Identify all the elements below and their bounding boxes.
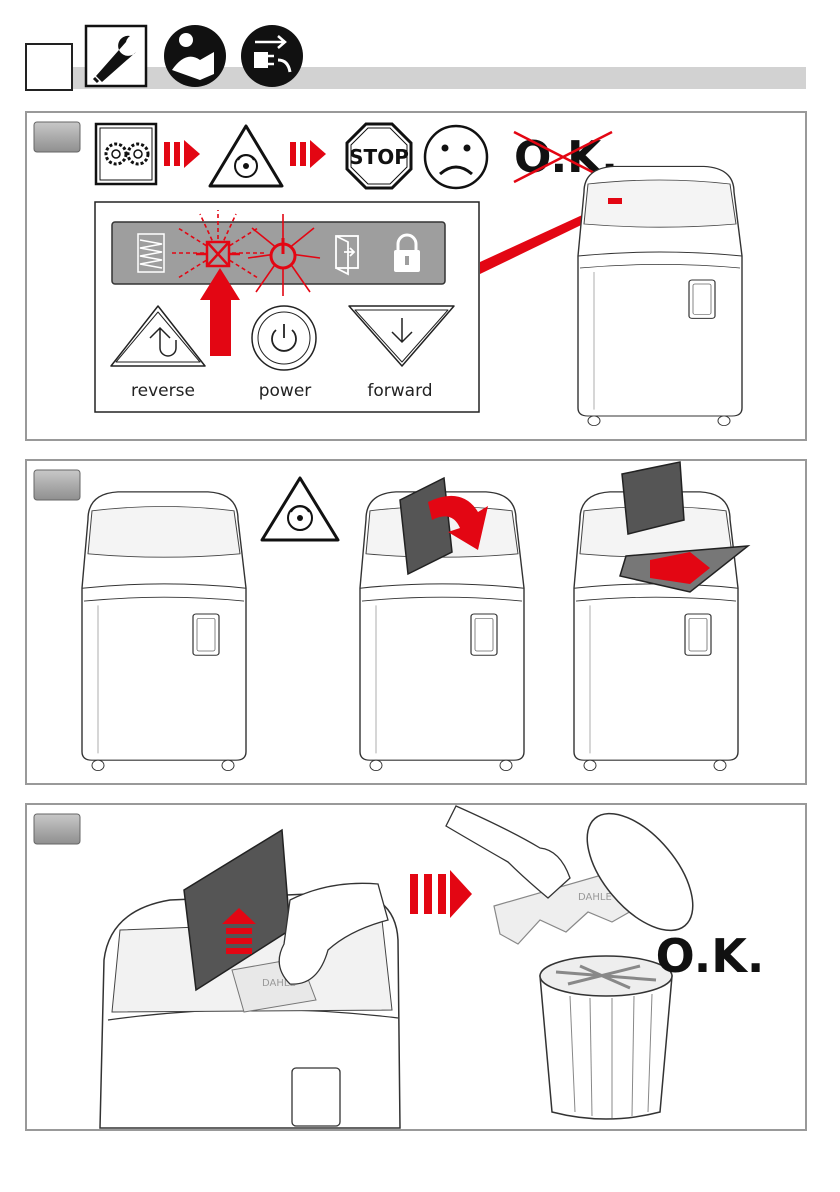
sad-face-icon	[425, 126, 487, 188]
forward-button-label: forward	[350, 381, 450, 401]
stop-sign-icon: STOP	[347, 124, 411, 188]
step-tab-3	[34, 814, 80, 844]
step-box	[26, 44, 72, 90]
read-manual-icon	[164, 25, 226, 87]
panel-2	[26, 460, 806, 784]
power-button-label: power	[240, 381, 330, 401]
panel-3: DAHLE DAHLE	[26, 795, 806, 1130]
power-button[interactable]	[252, 306, 316, 370]
shredder-illustration	[82, 492, 246, 771]
paper-brand-text: DAHLE	[578, 892, 612, 903]
wrench-icon	[86, 26, 146, 86]
reverse-button-label: reverse	[118, 381, 208, 401]
step-tab-1	[34, 122, 80, 152]
stop-text: STOP	[349, 145, 409, 169]
header	[26, 25, 806, 90]
shredder-illustration	[574, 492, 738, 771]
led-highlight	[608, 198, 622, 204]
gears-icon	[96, 124, 156, 184]
step-tab-2	[34, 470, 80, 500]
unplug-icon	[241, 25, 303, 87]
shredder-illustration	[578, 166, 742, 425]
ok-text: O.K.	[656, 929, 765, 983]
